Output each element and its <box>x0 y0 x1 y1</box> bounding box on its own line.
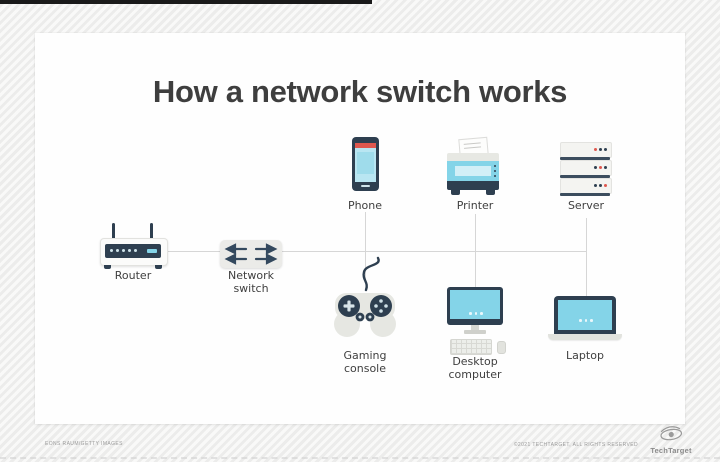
switch-arrows-icon <box>224 243 278 265</box>
techtarget-eye-icon <box>660 426 683 441</box>
gaming-console-label: Gaming console <box>343 349 387 376</box>
laptop-label: Laptop <box>566 349 604 362</box>
copyright-text: ©2021 TECHTARGET, ALL RIGHTS RESERVED <box>513 442 638 448</box>
phone-home-button <box>361 185 370 187</box>
image-credit: EONS RAUM/GETTY IMAGES <box>45 441 123 447</box>
top-black-bar <box>0 0 372 4</box>
page-title: How a network switch works <box>152 74 568 109</box>
laptop-screen <box>558 300 612 330</box>
diagram-card <box>35 33 685 424</box>
monitor-screen <box>450 290 500 319</box>
desktop-computer-label: Desktop computer <box>448 355 502 382</box>
techtarget-logo: TechTarget <box>644 425 698 455</box>
link-line-printer-desktop <box>475 214 476 288</box>
ethernet-line-horizontal <box>133 251 587 252</box>
router-antenna-left <box>112 223 115 240</box>
phone-label: Phone <box>347 199 383 212</box>
router-label: Router <box>114 269 152 282</box>
phone-notification-bar <box>355 143 376 148</box>
keyboard-icon <box>450 339 492 355</box>
network-switch-icon <box>220 240 282 268</box>
router-panel <box>105 244 161 258</box>
printer-output-slot <box>447 181 499 190</box>
techtarget-wordmark: TechTarget <box>650 446 692 455</box>
link-line-phone-console <box>365 212 366 280</box>
network-switch-label: Network switch <box>228 269 274 296</box>
server-label: Server <box>567 199 605 212</box>
gamepad-icon <box>334 293 396 337</box>
printer-label: Printer <box>456 199 494 212</box>
console-cable <box>362 256 380 292</box>
link-line-server-laptop <box>586 218 587 297</box>
mouse-icon <box>497 341 506 354</box>
router-port-light <box>147 249 157 253</box>
router-antenna-right <box>150 223 153 240</box>
bottom-dashed-edge <box>0 457 720 459</box>
